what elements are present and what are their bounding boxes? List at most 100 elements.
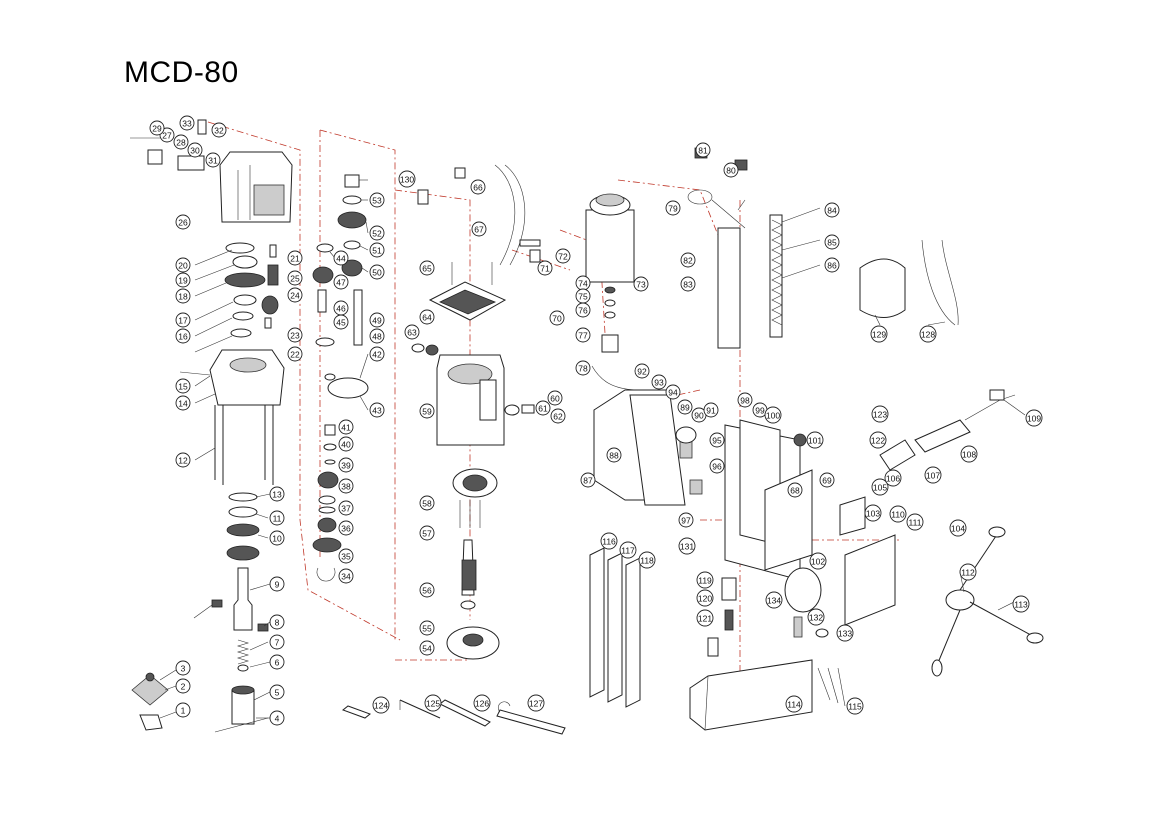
callout-55: 55 (419, 620, 435, 636)
callout-64: 64 (419, 309, 435, 325)
callout-number: 23 (290, 331, 300, 341)
callout-102: 102 (809, 552, 827, 570)
callout-number: 88 (609, 451, 619, 461)
callout-122: 122 (869, 431, 887, 449)
callout-number: 80 (726, 166, 736, 176)
callout-number: 78 (578, 364, 588, 374)
callout-19: 19 (175, 272, 191, 288)
callout-number: 37 (341, 504, 351, 514)
callout-number: 58 (422, 499, 432, 509)
callout-number: 108 (962, 450, 976, 460)
callout-number: 30 (190, 146, 200, 156)
callout-number: 94 (668, 388, 678, 398)
callout-number: 131 (680, 542, 694, 552)
callout-105: 105 (871, 478, 889, 496)
callout-4: 4 (269, 710, 285, 726)
callout-44: 44 (333, 250, 349, 266)
callout-67: 67 (471, 221, 487, 237)
callout-number: 104 (951, 524, 965, 534)
callout-number: 7 (275, 638, 280, 648)
callout-number: 63 (407, 328, 417, 338)
callout-number: 114 (787, 700, 801, 710)
callout-69: 69 (819, 472, 835, 488)
callout-80: 80 (723, 162, 739, 178)
callout-number: 53 (372, 196, 382, 206)
callout-number: 13 (272, 490, 282, 500)
tools-group (341, 699, 566, 735)
callout-number: 26 (178, 218, 188, 228)
callout-number: 113 (1014, 600, 1028, 610)
callout-110: 110 (889, 505, 907, 523)
callout-119: 119 (696, 571, 714, 589)
callout-131: 131 (678, 537, 696, 555)
callout-8: 8 (269, 614, 285, 630)
callout-number: 92 (637, 367, 647, 377)
callout-number: 83 (683, 280, 693, 290)
callout-number: 75 (578, 292, 588, 302)
callout-number: 55 (422, 624, 432, 634)
callout-93: 93 (651, 374, 667, 390)
callout-number: 98 (740, 396, 750, 406)
callout-number: 85 (827, 238, 837, 248)
callout-82: 82 (680, 252, 696, 268)
callout-70: 70 (549, 310, 565, 326)
callout-123: 123 (871, 405, 889, 423)
callout-number: 116 (602, 537, 616, 547)
callout-number: 19 (178, 276, 188, 286)
callout-number: 95 (712, 436, 722, 446)
callout-labels: 1234567891011121314151617181920212223242… (149, 115, 1043, 726)
callout-100: 100 (764, 406, 782, 424)
callout-61: 61 (535, 400, 551, 416)
callout-84: 84 (824, 202, 840, 218)
callout-number: 48 (372, 332, 382, 342)
callout-number: 64 (422, 313, 432, 323)
callout-number: 24 (290, 291, 300, 301)
callout-number: 126 (475, 699, 489, 709)
callout-91: 91 (703, 402, 719, 418)
callout-number: 127 (529, 699, 543, 709)
callout-125: 125 (424, 694, 442, 712)
callout-number: 66 (473, 183, 483, 193)
callout-number: 22 (290, 350, 300, 360)
callout-40: 40 (338, 436, 354, 452)
callout-20: 20 (175, 257, 191, 273)
callout-number: 122 (871, 436, 885, 446)
callout-number: 62 (553, 412, 563, 422)
callout-number: 10 (272, 534, 282, 544)
callout-number: 9 (275, 580, 280, 590)
callout-number: 118 (640, 556, 654, 566)
callout-number: 57 (422, 529, 432, 539)
callout-95: 95 (709, 432, 725, 448)
callout-62: 62 (550, 408, 566, 424)
callout-115: 115 (846, 697, 864, 715)
callout-12: 12 (175, 452, 191, 468)
callout-121: 121 (696, 609, 714, 627)
callout-126: 126 (473, 694, 491, 712)
callout-33: 33 (179, 115, 195, 131)
callout-number: 3 (181, 664, 186, 674)
callout-number: 46 (336, 304, 346, 314)
callout-94: 94 (665, 384, 681, 400)
callout-number: 52 (372, 229, 382, 239)
callout-number: 121 (698, 614, 712, 624)
callout-number: 25 (290, 274, 300, 284)
callout-3: 3 (175, 660, 191, 676)
callout-number: 119 (698, 576, 712, 586)
callout-number: 96 (712, 462, 722, 472)
callout-number: 14 (178, 399, 188, 409)
callout-34: 34 (338, 568, 354, 584)
callout-85: 85 (824, 234, 840, 250)
callout-98: 98 (737, 392, 753, 408)
callout-number: 103 (866, 509, 880, 519)
callout-101: 101 (806, 431, 824, 449)
callout-22: 22 (287, 346, 303, 362)
callout-number: 123 (873, 410, 887, 420)
callout-113: 113 (1012, 595, 1030, 613)
callout-1: 1 (175, 702, 191, 718)
callout-number: 49 (372, 316, 382, 326)
callout-68: 68 (787, 482, 803, 498)
callout-number: 71 (540, 264, 550, 274)
callout-16: 16 (175, 328, 191, 344)
callout-number: 12 (178, 456, 188, 466)
